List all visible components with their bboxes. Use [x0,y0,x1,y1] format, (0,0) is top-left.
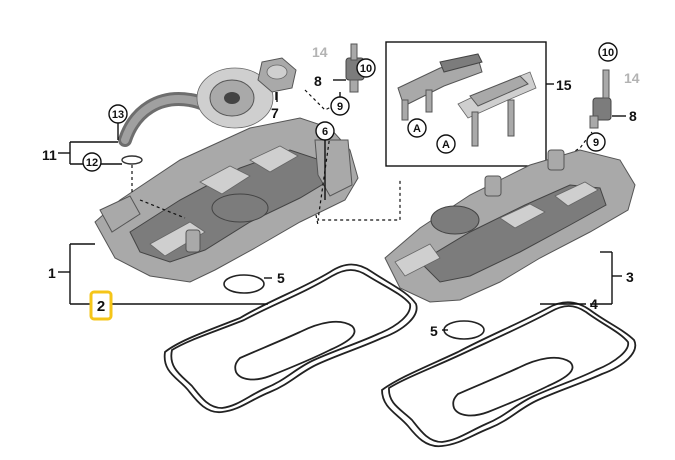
breather-hose [118,67,274,147]
oil-spray-bars [397,53,537,147]
valve-cover-left [94,117,359,283]
label-8-right: 8 [629,108,637,124]
callout-6: 6 [315,121,335,141]
label-2: 2 [97,298,105,315]
callout-A-right: A [436,134,456,154]
label-7: 7 [271,105,279,121]
label-14-right: 14 [624,70,640,86]
label-5-right: 5 [430,323,438,339]
label-13: 13 [112,109,124,121]
o-ring-left [223,274,265,294]
label-3: 3 [626,269,634,285]
callout-12: 12 [82,152,102,172]
highlight-box [89,290,113,321]
label-11: 11 [42,147,57,163]
gasket-left [163,263,418,413]
oil-filler-cap [257,57,297,102]
part-15-box [385,41,547,167]
label-12: 12 [86,157,98,169]
valve-cover-right [384,149,636,303]
callout-9-left: 9 [330,96,350,116]
label-4: 4 [590,296,598,312]
label-15: 15 [556,77,572,93]
label-9-left: 9 [337,101,343,113]
label-1: 1 [48,265,56,281]
callout-13: 13 [108,104,128,124]
label-6: 6 [322,126,328,138]
highlighted-callout-2: 2 [89,290,113,321]
callout-10-right: 10 [598,42,618,62]
label-14-left: 14 [312,44,328,60]
camshaft-sensor-right [589,69,612,129]
label-A-left: A [413,123,421,135]
label-8-left: 8 [314,73,322,89]
callout-10-left: 10 [356,58,376,78]
o-ring-right [443,320,485,340]
gasket-right [381,301,637,448]
label-10-right: 10 [602,47,614,59]
label-10-left: 10 [360,63,372,75]
callout-9-right: 9 [586,132,606,152]
label-A-right: A [442,139,450,151]
seal-ring [121,155,143,165]
callout-A-left: A [407,118,427,138]
label-9-right: 9 [593,137,599,149]
label-5-left: 5 [277,270,285,286]
